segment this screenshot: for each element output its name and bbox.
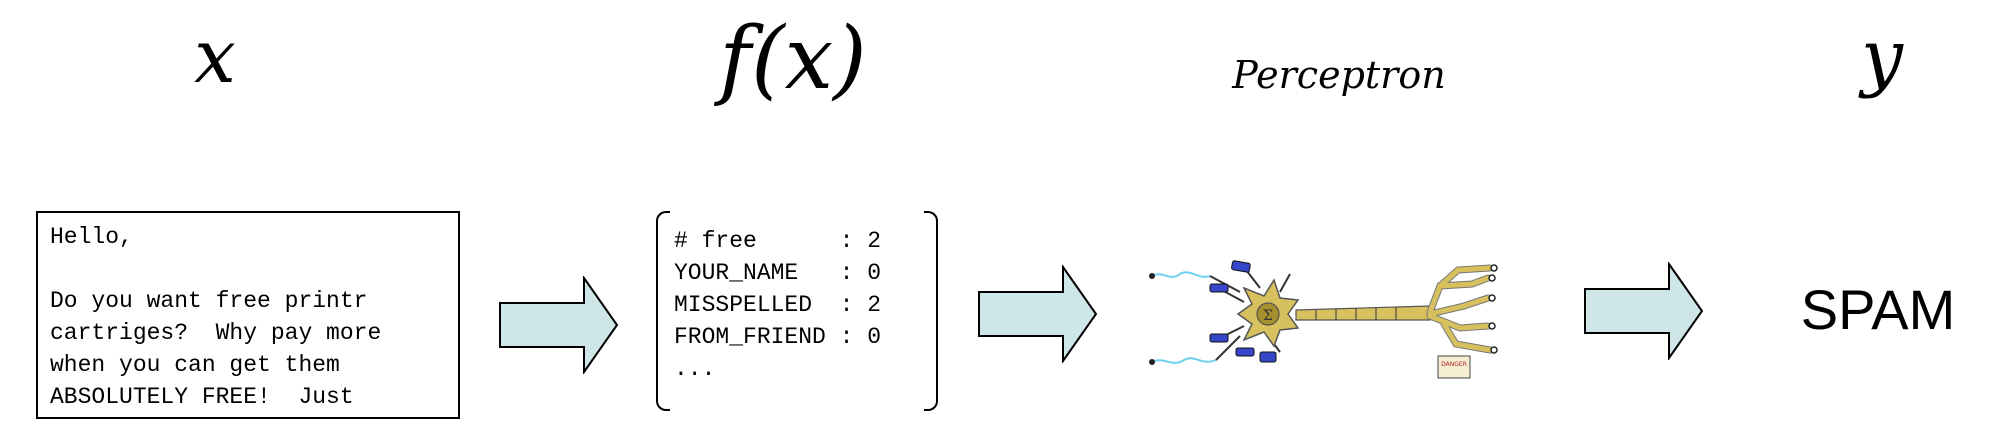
- neuron-illustration-icon: Σ DANGER: [1149, 260, 1498, 379]
- right-arrow-icon: [978, 265, 1098, 363]
- feature-row: # free : 2: [674, 228, 882, 254]
- feature-row: FROM_FRIEND : 0: [674, 324, 882, 350]
- email-line: ABSOLUTELY FREE! Just: [50, 384, 354, 410]
- feature-function-heading: f(x): [719, 9, 867, 109]
- email-line: cartriges? Why pay more: [50, 320, 382, 346]
- output-heading: y: [1861, 14, 1903, 100]
- right-arrow-icon: [499, 276, 619, 374]
- email-line: Do you want free printr: [50, 288, 368, 314]
- email-text-box: Hello, Do you want free printr cartriges…: [36, 211, 460, 419]
- danger-sign-label: DANGER: [1441, 361, 1467, 368]
- nucleus-label: Σ: [1263, 308, 1273, 324]
- email-line: Hello,: [50, 224, 133, 250]
- feature-list: # free : 2 YOUR_NAME : 0 MISSPELLED : 2 …: [674, 225, 881, 385]
- feature-row: MISSPELLED : 2: [674, 292, 882, 318]
- feature-row: ...: [674, 356, 716, 382]
- email-line: when you can get them: [50, 352, 340, 378]
- perceptron-heading: Perceptron: [1232, 53, 1446, 97]
- feature-row: YOUR_NAME : 0: [674, 260, 882, 286]
- email-line: [50, 253, 446, 285]
- spam-output-label: SPAM: [1800, 278, 1956, 341]
- feature-vector: # free : 2 YOUR_NAME : 0 MISSPELLED : 2 …: [656, 211, 938, 411]
- right-bracket: [924, 211, 938, 411]
- input-heading: x: [194, 14, 236, 100]
- right-arrow-icon: [1584, 262, 1704, 360]
- left-bracket: [656, 211, 670, 411]
